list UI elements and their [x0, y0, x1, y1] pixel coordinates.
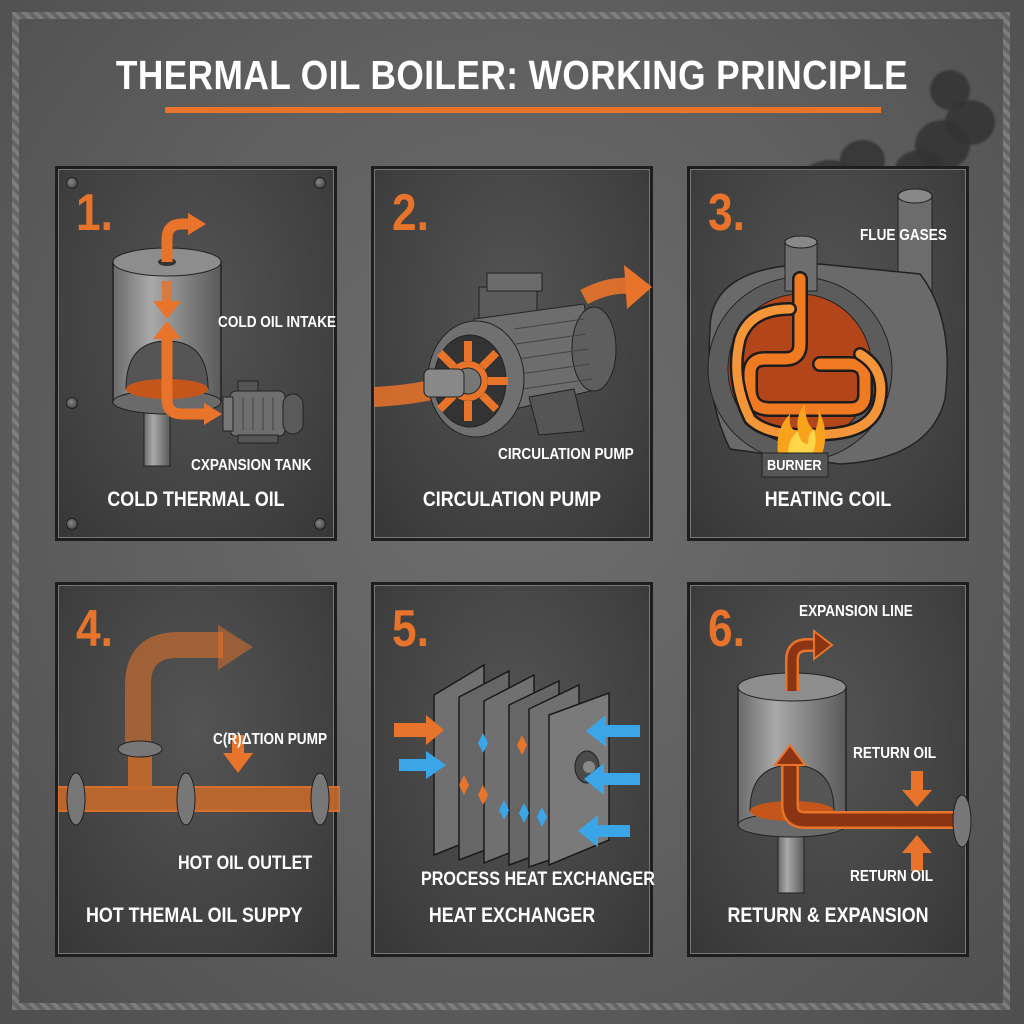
label-expansion-tank: CXPANSION TANK — [191, 457, 312, 474]
heating-coil-icon — [729, 271, 888, 442]
label-return-oil-top: RETURN OIL — [853, 745, 937, 762]
step-number: 6. — [708, 600, 745, 658]
panel-caption: HOT THEMAL OIL SUPPY — [86, 904, 303, 927]
label-flue-gases: FLUE GASES — [860, 227, 947, 244]
panel-caption: RETURN & EXPANSION — [727, 904, 929, 927]
cold-flow-arrow-icon — [399, 715, 640, 847]
flange-icon — [66, 740, 330, 826]
panel-step-1: 1. COLD OIL INTAKE CXPANSION TANK COLD T… — [55, 166, 337, 541]
hot-flow-arrow-icon — [394, 715, 527, 805]
panel-step-5: 5. PROCESS HEAT EXCHANGER HEAT EXCHANGER — [371, 582, 655, 957]
label-expansion-line: EXPANSION LINE — [799, 603, 913, 620]
panel-step-6: 6. EXPANSION LINE RETURN OIL RETURN OIL … — [687, 582, 972, 957]
impeller-icon — [423, 341, 508, 421]
label-hot-oil-outlet: HOT OIL OUTLET — [178, 853, 313, 874]
flow-arrow-icon — [902, 771, 932, 871]
panel-caption: COLD THERMAL OIL — [107, 488, 285, 511]
bolt-icon — [314, 518, 326, 530]
burner-flame-icon — [761, 404, 829, 478]
flow-arrow-icon — [153, 213, 222, 425]
title-underline — [165, 107, 881, 113]
step-number: 3. — [708, 184, 745, 242]
flange-icon — [952, 794, 972, 848]
bolt-icon — [66, 177, 78, 189]
panel-caption: CIRCULATION PUMP — [422, 488, 602, 511]
bolt-icon — [314, 177, 326, 189]
label-circulation-pump-garbled: C(R)ΔTION PUMP — [213, 731, 328, 748]
bolt-icon — [66, 518, 78, 530]
page-title: THERMAL OIL BOILER: WORKING PRINCIPLE — [115, 52, 909, 98]
motor-icon — [222, 380, 304, 444]
label-process-heat-exchanger: PROCESS HEAT EXCHANGER — [421, 869, 655, 890]
label-cold-oil-intake: COLD OIL INTAKE — [218, 314, 337, 331]
step-number: 1. — [76, 184, 113, 242]
bolt-icon — [66, 397, 78, 409]
panel-step-2: 2. CIRCULATION PUMP CIRCULATION PUMP — [371, 166, 653, 541]
panel-caption: HEAT EXCHANGER — [428, 904, 596, 927]
panel-step-3: 3. FLUE GASES BURNER HEATING COIL — [687, 166, 969, 541]
panel-caption: HEATING COIL — [764, 488, 892, 511]
label-circulation-pump: CIRCULATION PUMP — [498, 446, 634, 463]
step-number: 2. — [392, 184, 429, 242]
return-pipe-icon — [773, 628, 958, 829]
label-burner: BURNER — [767, 457, 822, 474]
step-number: 5. — [392, 600, 429, 658]
panel-step-4: 4. C(R)ΔTION PUMP HOT OIL OUTLET HOT THE… — [55, 582, 340, 957]
label-return-oil-bottom: RETURN OIL — [850, 868, 934, 885]
step-number: 4. — [76, 600, 113, 658]
